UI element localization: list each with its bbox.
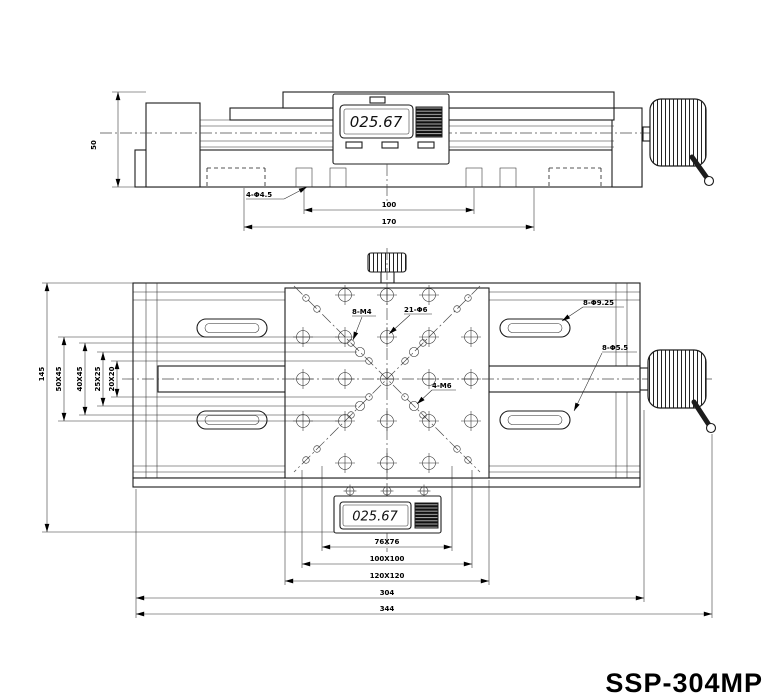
lcd-bezel (339, 501, 412, 530)
svg-text:4-Φ4.5: 4-Φ4.5 (246, 191, 272, 199)
svg-text:8-Φ5.5: 8-Φ5.5 (602, 344, 628, 352)
side-view: 025.67 50 4-Φ4.5 (90, 91, 715, 231)
dim-76x76: 76X76 (321, 466, 453, 551)
svg-text:25X25: 25X25 (94, 366, 102, 391)
svg-text:100: 100 (382, 201, 397, 209)
handwheel-plan (639, 349, 717, 434)
dim-25x25: 25X25 (94, 351, 106, 407)
dim-100x100: 100X100 (301, 470, 473, 568)
plan-view: 8-M4 21-Φ6 4-M6 8-Φ9.25 8-Φ5.5 (38, 248, 717, 618)
lcd-bezel (339, 104, 414, 139)
svg-text:4-M6: 4-M6 (432, 382, 452, 390)
crank-handle-plan (691, 399, 717, 434)
crank-handle-side (689, 154, 715, 187)
dim-20x20: 20X20 (108, 360, 120, 398)
dim-145: 145 (38, 282, 334, 533)
svg-text:40X45: 40X45 (76, 366, 84, 391)
lcd-value-side: 025.67 (350, 113, 403, 131)
svg-text:100X100: 100X100 (370, 555, 405, 563)
readout-button (345, 141, 363, 149)
mounting-slot (499, 410, 571, 430)
mounting-slot (196, 318, 268, 338)
readout-keypad (415, 106, 443, 138)
svg-text:21-Φ6: 21-Φ6 (404, 306, 428, 314)
lock-knob (367, 252, 407, 284)
side-feet (206, 167, 602, 188)
dim-304: 304 (135, 410, 645, 618)
dim-height: 50 (90, 91, 146, 188)
svg-text:8-M4: 8-M4 (352, 308, 372, 316)
dim-120x120: 120X120 (284, 480, 490, 585)
label-8-m4: 8-M4 (352, 308, 376, 341)
label-slot-through: 8-Φ5.5 (573, 344, 637, 412)
svg-text:344: 344 (380, 605, 395, 613)
dim-100: 100 (303, 188, 475, 214)
mounting-slot (499, 318, 571, 338)
mounting-slots (196, 318, 571, 430)
dim-344: 344 (136, 434, 713, 618)
dim-50x45: 50X45 (55, 336, 67, 422)
plan-base-flange (132, 477, 641, 488)
readout-keypad (414, 502, 439, 529)
dim-170: 170 (243, 188, 535, 231)
svg-text:170: 170 (382, 218, 397, 226)
svg-text:145: 145 (38, 367, 46, 382)
lcd-value-plan: 025.67 (352, 510, 398, 525)
model-label: SSP-304MP (605, 668, 763, 698)
readout-button (369, 96, 386, 104)
side-right-block (611, 107, 643, 188)
readout-button (417, 141, 435, 149)
dim-40x45: 40X45 (76, 342, 88, 416)
digital-readout-side: 025.67 (332, 93, 450, 165)
handwheel-side (642, 98, 715, 187)
svg-text:304: 304 (380, 589, 395, 597)
svg-text:20X20: 20X20 (108, 366, 116, 391)
svg-text:8-Φ9.25: 8-Φ9.25 (583, 299, 614, 307)
label-21-d6: 21-Φ6 (388, 306, 432, 335)
mounting-slot (196, 410, 268, 430)
readout-button (381, 141, 399, 149)
label-4-m6: 4-M6 (416, 382, 456, 405)
svg-text:50: 50 (90, 140, 98, 150)
svg-text:76X76: 76X76 (375, 538, 400, 546)
label-feet-holes: 4-Φ4.5 (246, 186, 308, 200)
side-left-block (145, 102, 201, 188)
svg-text:50X45: 50X45 (55, 366, 63, 391)
digital-readout-plan: 025.67 (333, 484, 442, 534)
svg-text:120X120: 120X120 (370, 572, 405, 580)
label-slot-cbore: 8-Φ9.25 (561, 299, 624, 322)
